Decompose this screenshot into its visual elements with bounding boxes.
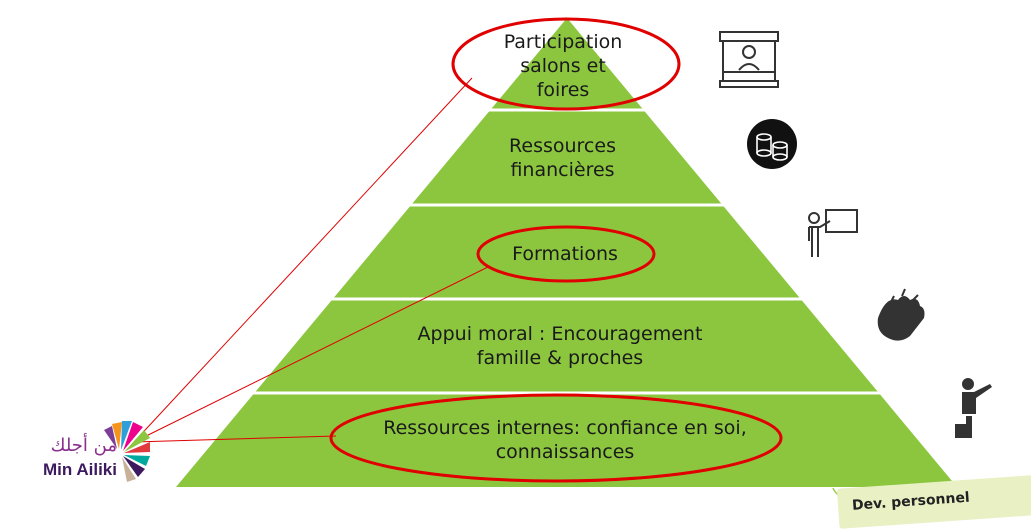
presenter-icon: [808, 209, 858, 257]
coins-icon: [747, 119, 797, 169]
tier-label-line: famille & proches: [476, 347, 644, 369]
tier-label-line: Ressources: [509, 135, 616, 157]
tier-label-line: Formations: [512, 243, 618, 265]
dev-personnel-label: Dev. personnel: [851, 489, 971, 514]
tier-label-line: Ressources internes: confiance en soi,: [383, 417, 747, 439]
connector-lines: [133, 77, 491, 443]
tier-label-line: salons et: [520, 55, 606, 77]
highlight-ellipses: [329, 17, 783, 483]
highlight-ellipse-formations: [476, 225, 656, 283]
logo-fan-graphic: [104, 421, 150, 482]
tier-separators: [241, 108, 896, 395]
highlight-ellipse-ressources-internes: [329, 393, 783, 483]
logo-arabic-text: من أجلك: [50, 435, 117, 456]
pyramid-graphic: [104, 17, 992, 500]
pyramid-shape: [176, 18, 957, 487]
tier-label-formations: Formations: [470, 242, 660, 266]
tier-label-ressources-internes: Ressources internes: confiance en soi,co…: [315, 416, 815, 464]
logo-latin-text: Min Ailiki: [43, 460, 117, 479]
tier-label-line: connaissances: [495, 441, 635, 463]
booth-icon: [719, 31, 779, 88]
clapping-hands-icon: [877, 288, 925, 341]
person-climbing-icon: [955, 378, 992, 438]
tier-label-line: foires: [536, 79, 590, 101]
highlight-ellipse-salons: [451, 17, 681, 111]
tier-label-line: financières: [510, 159, 615, 181]
tier-label-line: Appui moral : Encouragement: [417, 323, 703, 345]
tier-label-line: Participation: [503, 31, 623, 53]
